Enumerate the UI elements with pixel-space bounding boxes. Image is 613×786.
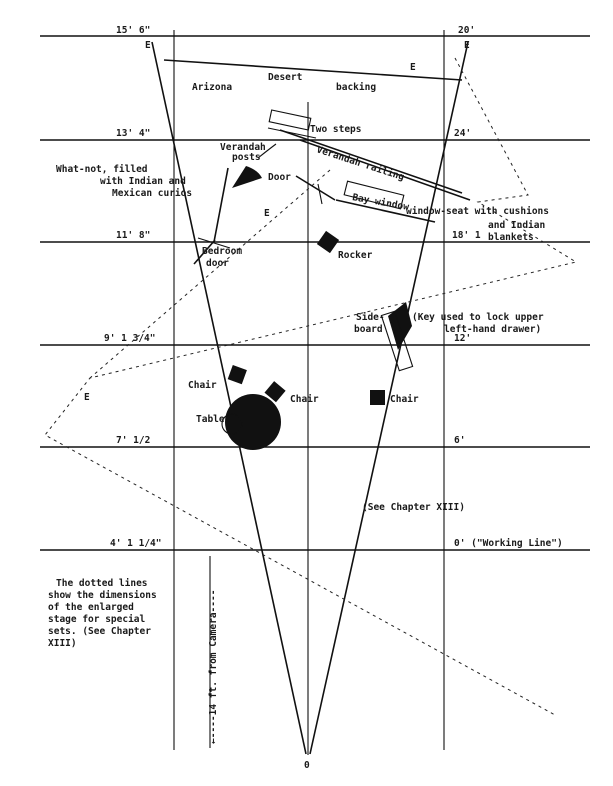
note-line-6: XIII) — [48, 638, 77, 649]
distance-left-7ft: 7' 1/2 — [116, 435, 150, 446]
veranda-railing-label: Verandah railing — [315, 144, 406, 183]
window-seat-label-2: and Indian — [488, 220, 545, 231]
veranda-railing-line-2 — [299, 139, 471, 201]
bedroom-door-label-2: door — [206, 258, 229, 269]
chair-right-label: Chair — [390, 394, 419, 405]
backing-word-2: Desert — [268, 72, 302, 83]
distance-left-13ft: 13' 4" — [116, 128, 150, 139]
distance-left-11ft: 11' 8" — [116, 230, 150, 241]
key-note-1: (Key used to lock upper — [412, 312, 544, 323]
veranda-railing-line-1 — [279, 129, 463, 194]
bay-window-box — [343, 180, 405, 210]
distance-left-4ft: 4' 1 1/4" — [110, 538, 161, 549]
sideboard-outline — [380, 310, 414, 372]
bedroom-door-swing — [197, 237, 231, 249]
distance-right-24ft: 24' — [454, 128, 471, 139]
see-chapter-label: (See Chapter XIII) — [362, 502, 465, 513]
rocker-shape — [316, 230, 340, 254]
whatnot-label-3: Mexican curios — [112, 188, 192, 199]
door-post — [317, 183, 323, 205]
whatnot-shape — [232, 166, 262, 188]
desert-backing-line — [163, 59, 463, 81]
table-shape — [225, 394, 281, 450]
chair-left-label: Chair — [188, 380, 217, 391]
sideboard-label-1: Side- — [356, 312, 385, 323]
origin-label: 0 — [304, 760, 310, 771]
e-marker: E — [264, 208, 270, 219]
two-steps-label: Two steps — [310, 124, 361, 135]
window-seat-line — [335, 199, 436, 223]
note-line-4: stage for special — [48, 614, 146, 625]
view-cone-left — [151, 41, 307, 755]
distance-right-20ft: 20' — [458, 25, 475, 36]
e-marker: E — [464, 40, 470, 51]
sideboard-label-2: board — [354, 324, 383, 335]
enlarged-stage-diagonal — [89, 169, 331, 379]
backing-word-1: Arizona — [192, 82, 232, 93]
key-note-2: left-hand drawer) — [444, 324, 541, 335]
steps-edge — [267, 127, 317, 139]
steps-box — [268, 109, 312, 131]
veranda-post-arc — [257, 143, 277, 159]
view-cone-right — [309, 41, 469, 755]
distance-right-12ft: 12' — [454, 333, 471, 344]
e-marker: E — [145, 40, 151, 51]
distance-left-9ft: 9' 1 3/4" — [104, 333, 155, 344]
whatnot-label-1: What-not, filled — [56, 164, 148, 175]
left-wall — [193, 239, 216, 265]
distance-right-6ft: 6' — [454, 435, 465, 446]
enlarged-stage-outline — [44, 57, 578, 716]
distance-right-working-line: 0' ("Working Line") — [454, 538, 563, 549]
e-marker: E — [84, 392, 90, 403]
veranda-posts-label-1: Verandah — [220, 142, 266, 153]
bedroom-door-label-1: Bedroom — [202, 246, 242, 257]
window-seat-label-1: window-seat with cushions — [406, 206, 549, 217]
note-line-2: show the dimensions — [48, 590, 157, 601]
back-wall-left — [213, 167, 229, 243]
whatnot-label-2: with Indian and — [100, 176, 186, 187]
note-line-5: sets. (See Chapter — [48, 626, 151, 637]
table-label: Table — [196, 414, 225, 425]
e-marker: E — [410, 62, 416, 73]
chair-left-shape — [227, 365, 247, 385]
camera-distance-label: ←----14 ft. from Camera---- — [208, 590, 219, 744]
door-label: Door — [268, 172, 291, 183]
distance-left-15ft: 15' 6" — [116, 25, 150, 36]
note-line-3: of the enlarged — [48, 602, 134, 613]
door-wall — [295, 175, 336, 201]
chair-mid-shape — [264, 381, 286, 403]
table-leaf — [221, 413, 243, 435]
window-seat-label-3: blankets — [488, 232, 534, 243]
backing-word-3: backing — [336, 82, 376, 93]
note-line-1: The dotted lines — [56, 578, 148, 589]
chair-right-shape — [370, 390, 385, 405]
distance-right-18ft: 18' 1 — [452, 230, 481, 241]
veranda-posts-label-2: posts — [232, 152, 261, 163]
rocker-label: Rocker — [338, 250, 373, 261]
chair-mid-label: Chair — [290, 394, 319, 405]
